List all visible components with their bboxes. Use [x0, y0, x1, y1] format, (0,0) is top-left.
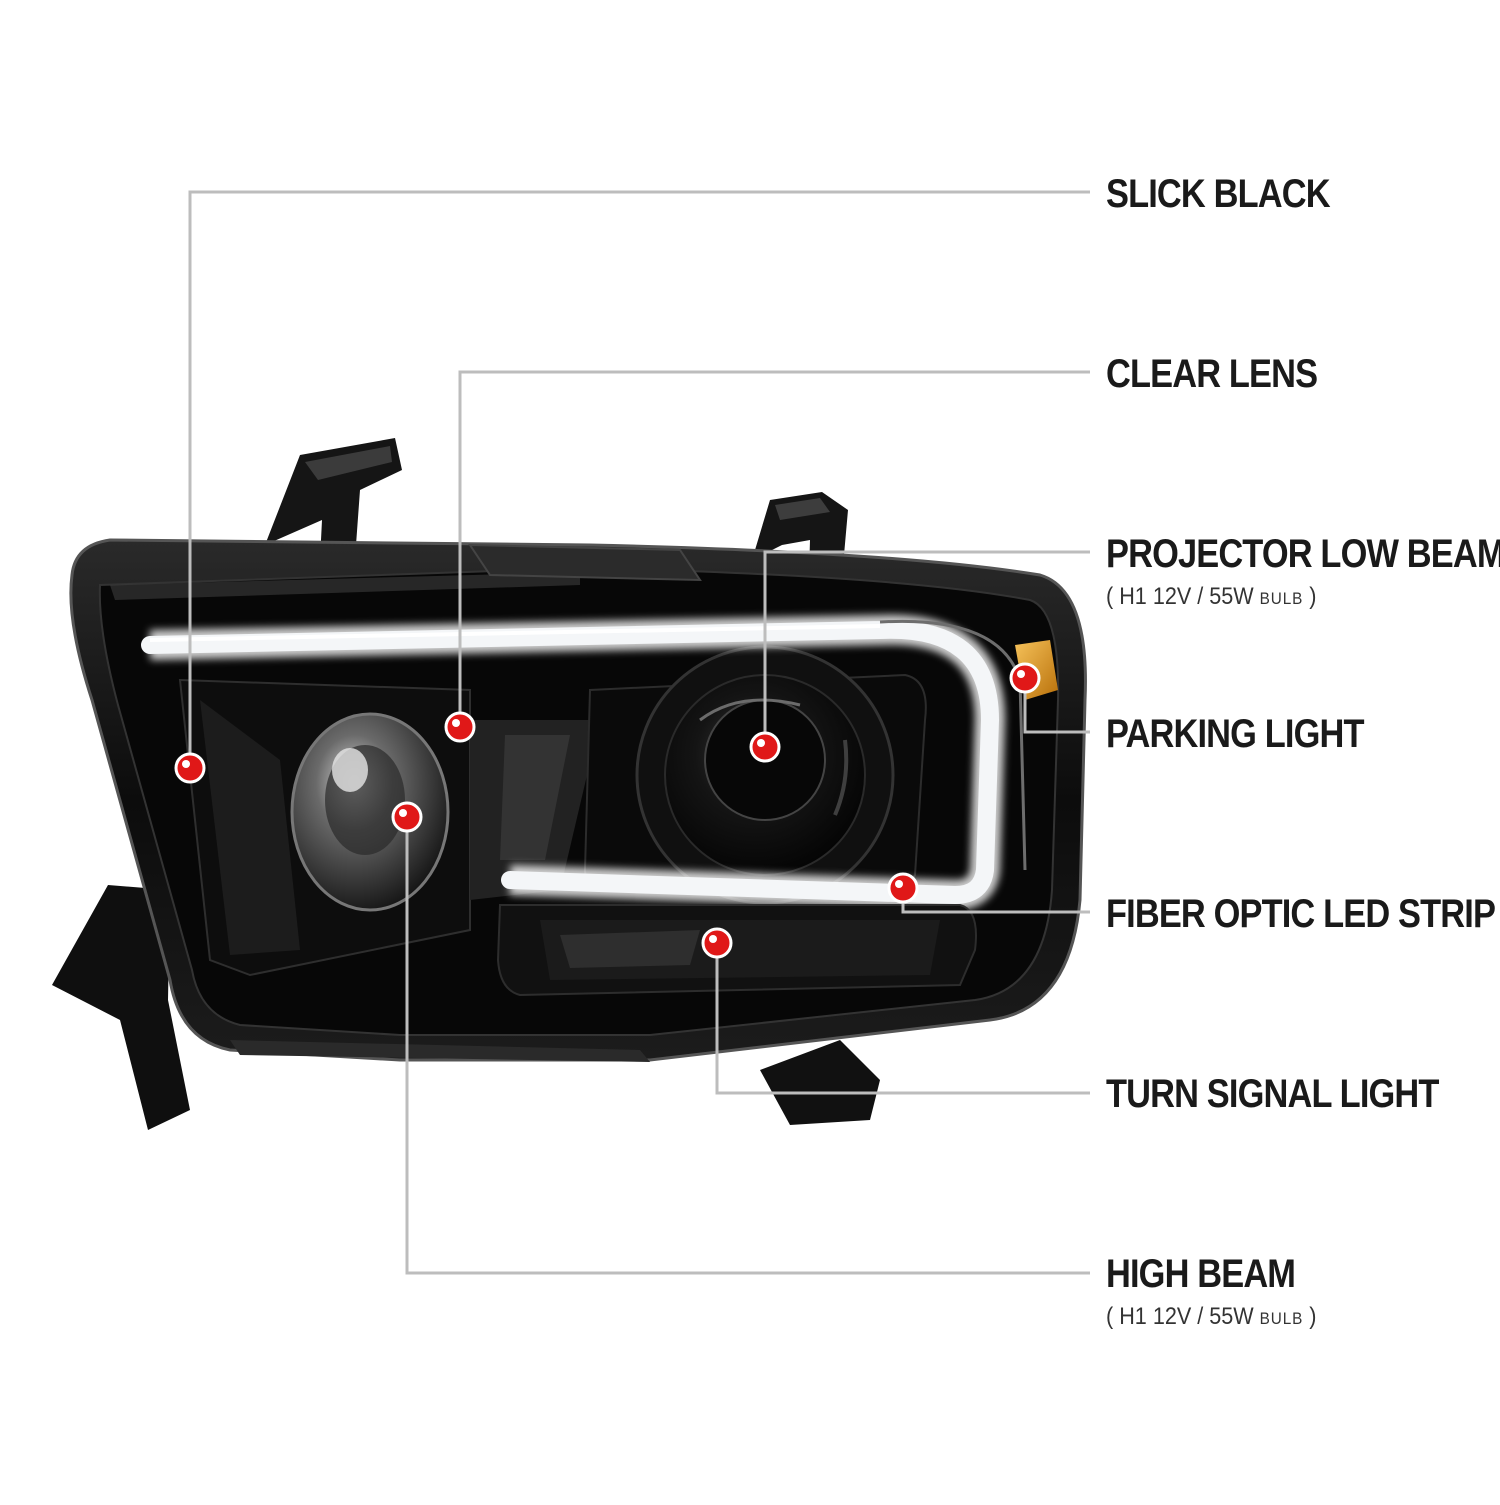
- spec-open-paren: (: [1106, 583, 1120, 610]
- label-high-beam: HIGH BEAM: [1106, 1252, 1296, 1296]
- mounting-brackets: [52, 438, 880, 1130]
- spec-bulb-rating: H1 12V / 55W: [1119, 583, 1254, 610]
- leader-line-projector-low-beam: [763, 550, 1090, 747]
- callout-markers: [174, 662, 1041, 959]
- marker-parking-light: [1009, 662, 1041, 694]
- marker-turn-signal-light: [701, 927, 733, 959]
- marker-clear-lens: [444, 711, 476, 743]
- marker-high-beam: [391, 801, 423, 833]
- label-clear-lens: CLEAR LENS: [1106, 352, 1318, 396]
- label-projector-low-beam: PROJECTOR LOW BEAM: [1106, 532, 1500, 576]
- marker-fiber-optic-led-strip: [887, 872, 919, 904]
- turn-signal-housing: [496, 904, 977, 997]
- label-parking-light: PARKING LIGHT: [1106, 712, 1364, 756]
- marker-projector-low-beam: [749, 731, 781, 763]
- spec-bulb-rating: H1 12V / 55W: [1119, 1303, 1254, 1330]
- projector-assembly: [583, 645, 927, 905]
- spec-high-beam: ( H1 12V / 55W BULB ): [1106, 1305, 1316, 1329]
- leader-line-turn-signal-light: [715, 943, 1090, 1095]
- spec-bulb-word: BULB: [1259, 1309, 1304, 1328]
- fiber-optic-led-strip-graphic: [141, 614, 1027, 911]
- label-slick-black: SLICK BLACK: [1106, 172, 1331, 216]
- leader-line-clear-lens: [458, 370, 1090, 727]
- spec-close-paren: ): [1303, 583, 1317, 610]
- label-turn-signal-light: TURN SIGNAL LIGHT: [1106, 1072, 1439, 1116]
- leader-line-parking-light: [1023, 678, 1090, 734]
- marker-slick-black: [174, 752, 206, 784]
- label-fiber-optic-led-strip: FIBER OPTIC LED STRIP: [1106, 892, 1496, 936]
- leader-line-slick-black: [188, 190, 1090, 768]
- spec-projector-low-beam: ( H1 12V / 55W BULB ): [1106, 585, 1316, 609]
- spec-close-paren: ): [1303, 1303, 1317, 1330]
- spec-bulb-word: BULB: [1259, 589, 1304, 608]
- spec-open-paren: (: [1106, 1303, 1120, 1330]
- high-beam-reflector: [290, 712, 450, 912]
- leader-lines: [188, 190, 1090, 1275]
- leader-line-high-beam: [405, 817, 1090, 1275]
